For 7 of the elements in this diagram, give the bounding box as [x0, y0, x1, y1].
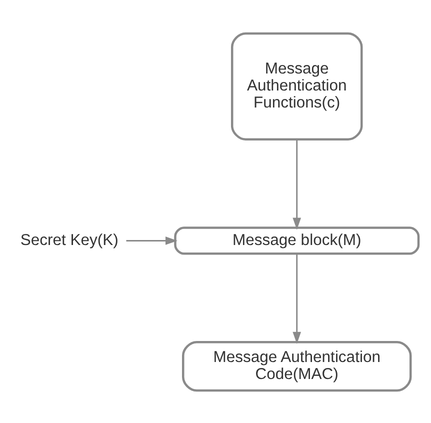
arrow	[126, 236, 178, 244]
arrow	[292, 254, 302, 344]
node-box: Message Authentication Code(MAC)	[182, 340, 412, 392]
arrow	[292, 138, 302, 230]
node-text: Secret Key(K)	[20, 231, 118, 248]
node-box: Message block(M)	[174, 226, 420, 254]
node-box: Message Authentication Functions(c)	[230, 32, 363, 140]
